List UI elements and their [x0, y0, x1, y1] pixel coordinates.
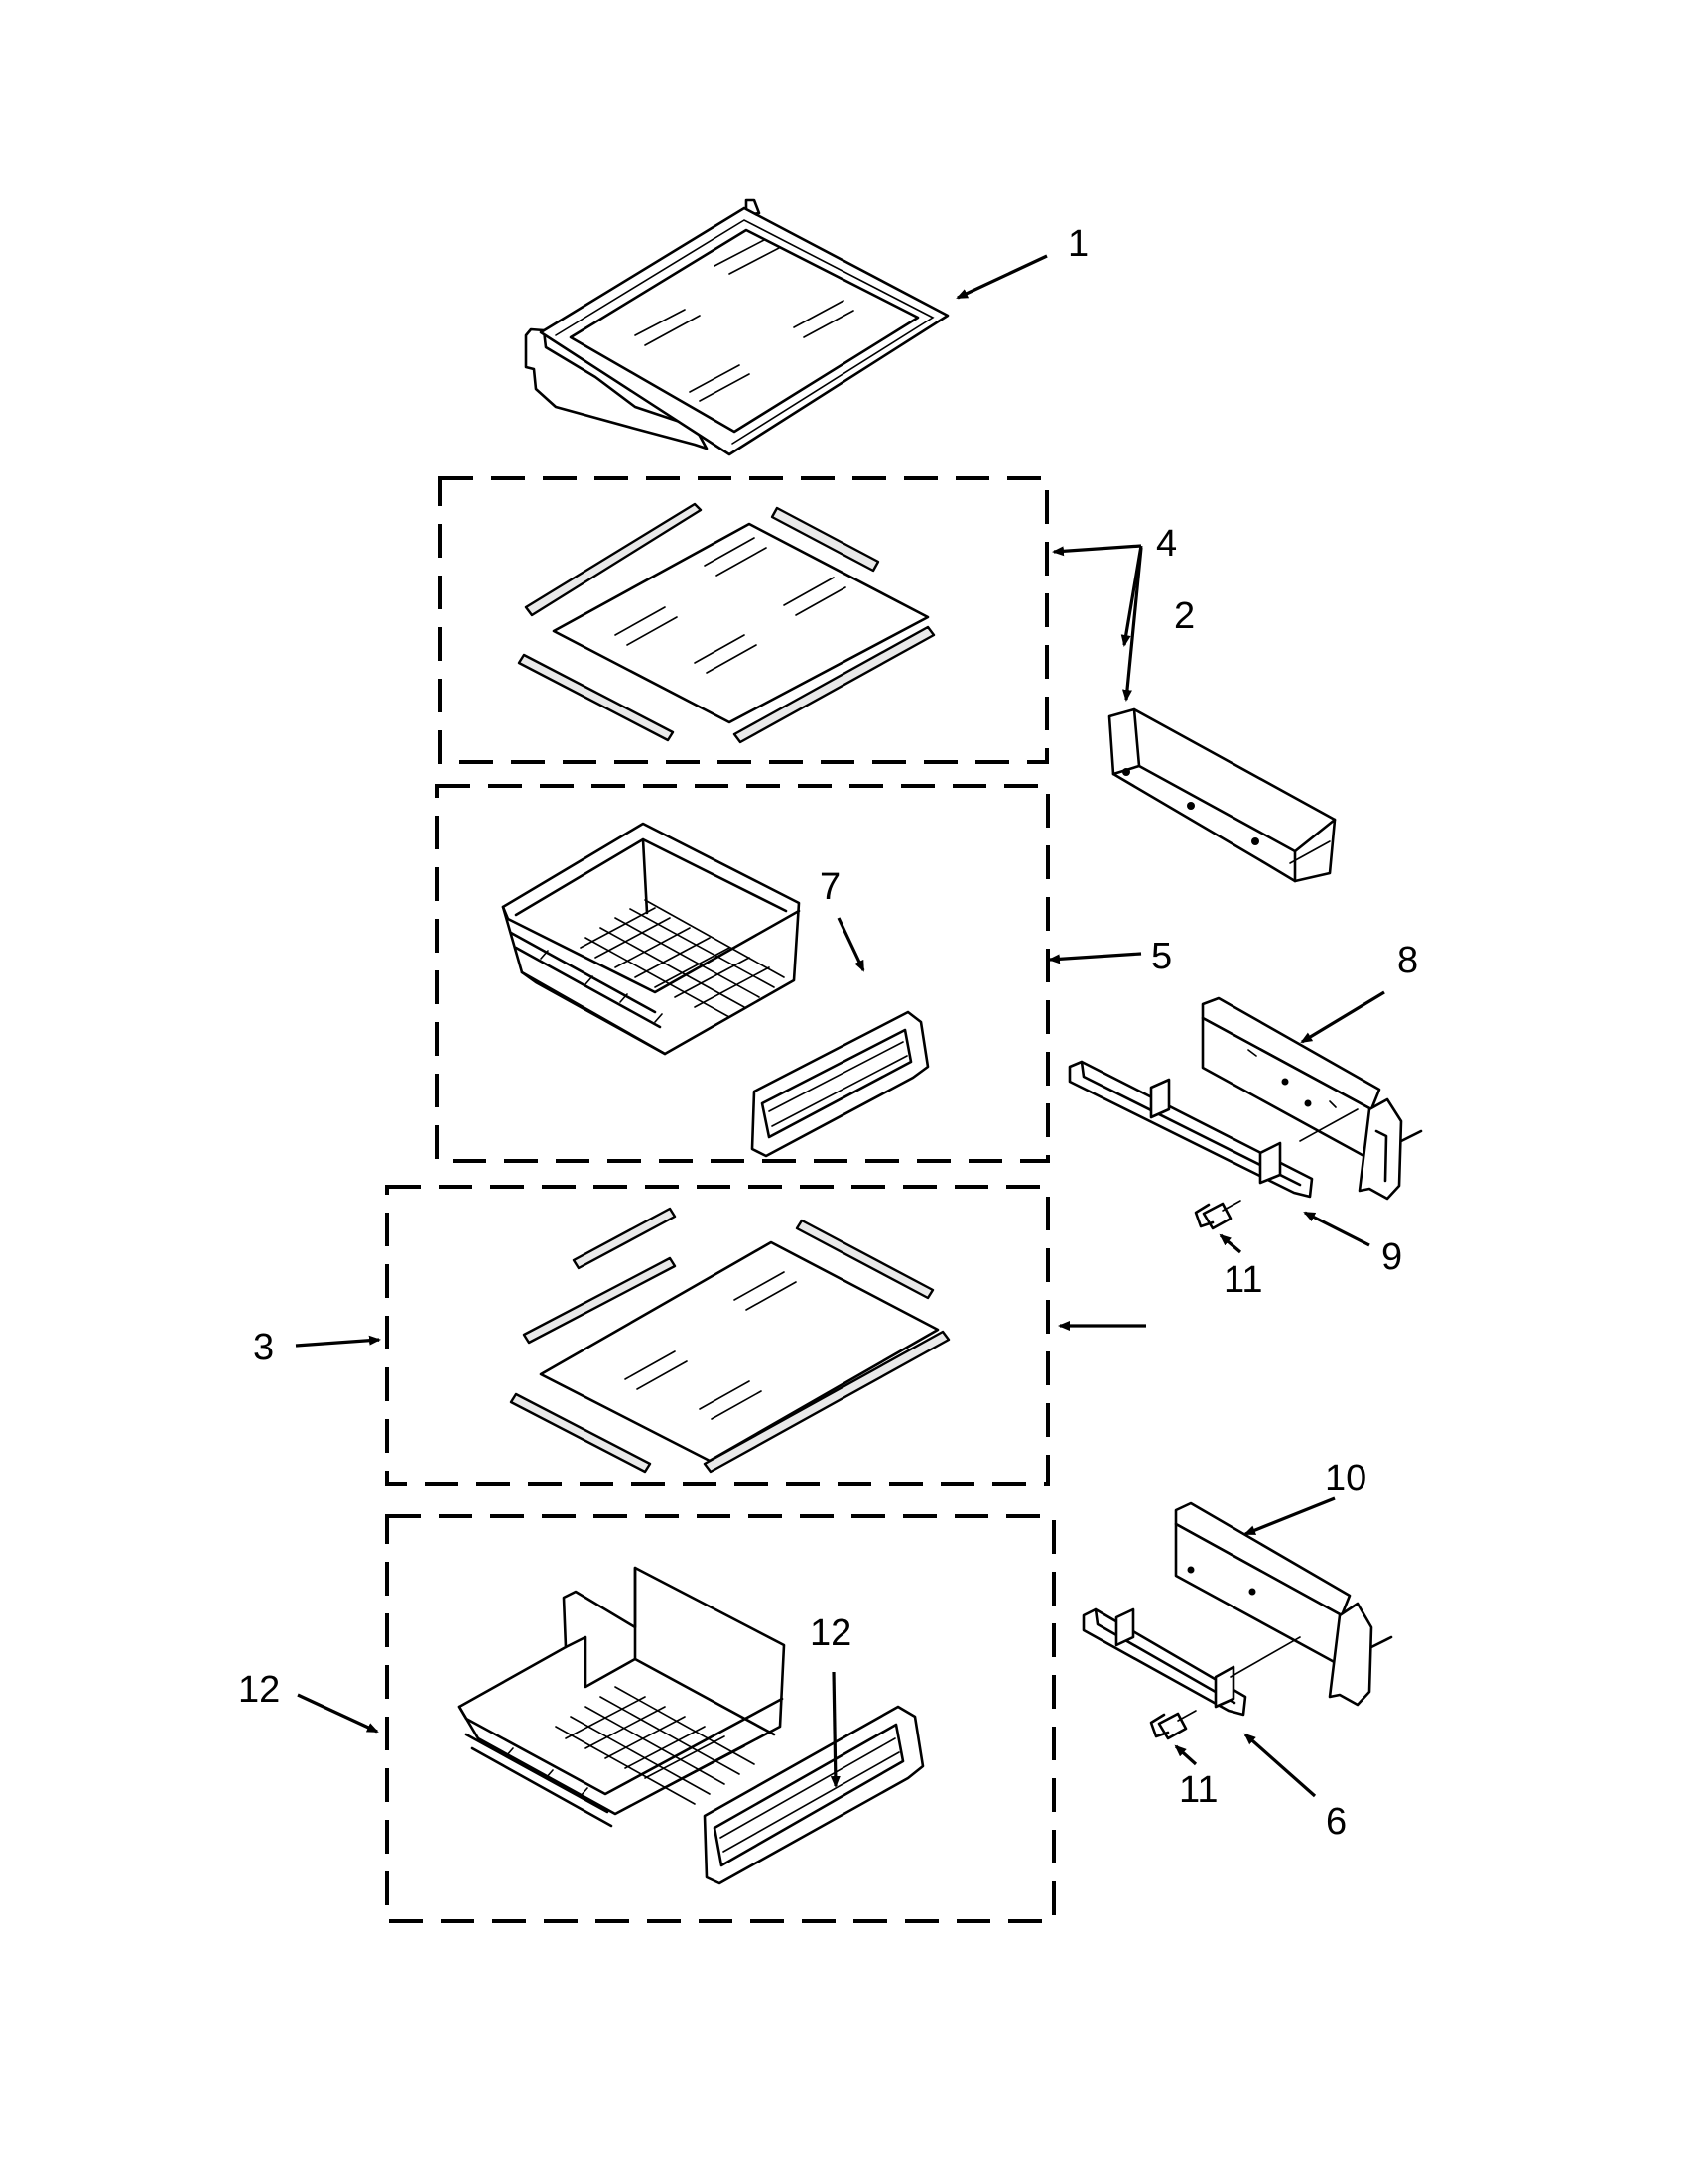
callout-1: 1: [1068, 223, 1089, 265]
part-12-lower-drawer-bin: [457, 1566, 786, 1828]
part-2-rail: [1107, 707, 1337, 883]
callout-13: 12: [810, 1612, 851, 1654]
part-11-screw-upper: [1194, 1200, 1241, 1230]
callout-9: 9: [1381, 1236, 1402, 1278]
callout-labels: 1 4 2 7 5 8 11 9 3 10 12 12 11 6: [238, 223, 1418, 1843]
part-5-group-frame: [435, 784, 1050, 1163]
part-5-crisper-drawer: [501, 822, 801, 1056]
part-3-group-frame: [385, 1185, 1050, 1486]
part-11-screw-lower: [1149, 1710, 1197, 1740]
part-6-slide-rail: [1082, 1607, 1301, 1717]
callout-11-lower: 11: [1179, 1769, 1218, 1811]
part-8-drawer-front-bracket: [1201, 996, 1423, 1201]
callout-5: 5: [1151, 936, 1172, 977]
part-4-group-frame: [438, 476, 1049, 764]
callout-8: 8: [1397, 940, 1418, 981]
part-1-glass-shelf-assembly: [524, 198, 950, 456]
part-12-group-frame: [385, 1514, 1056, 1923]
callout-3: 3: [253, 1327, 274, 1368]
leader-arrows: [295, 254, 1385, 1798]
callout-10: 10: [1325, 1458, 1366, 1499]
callout-6: 6: [1326, 1801, 1347, 1843]
part-3-glass-shelf-parts: [509, 1207, 951, 1474]
callout-11-upper: 11: [1224, 1259, 1262, 1301]
part-9-slide-rail: [1068, 1060, 1359, 1199]
callout-12: 12: [238, 1669, 280, 1711]
part-7-drawer-front-cover: [750, 1010, 930, 1158]
callout-2: 2: [1174, 595, 1195, 637]
callout-4: 4: [1156, 523, 1177, 565]
callout-7: 7: [820, 866, 841, 908]
part-10-drawer-front-bracket: [1174, 1501, 1393, 1707]
part-4-glass-shelf-parts: [517, 502, 936, 744]
